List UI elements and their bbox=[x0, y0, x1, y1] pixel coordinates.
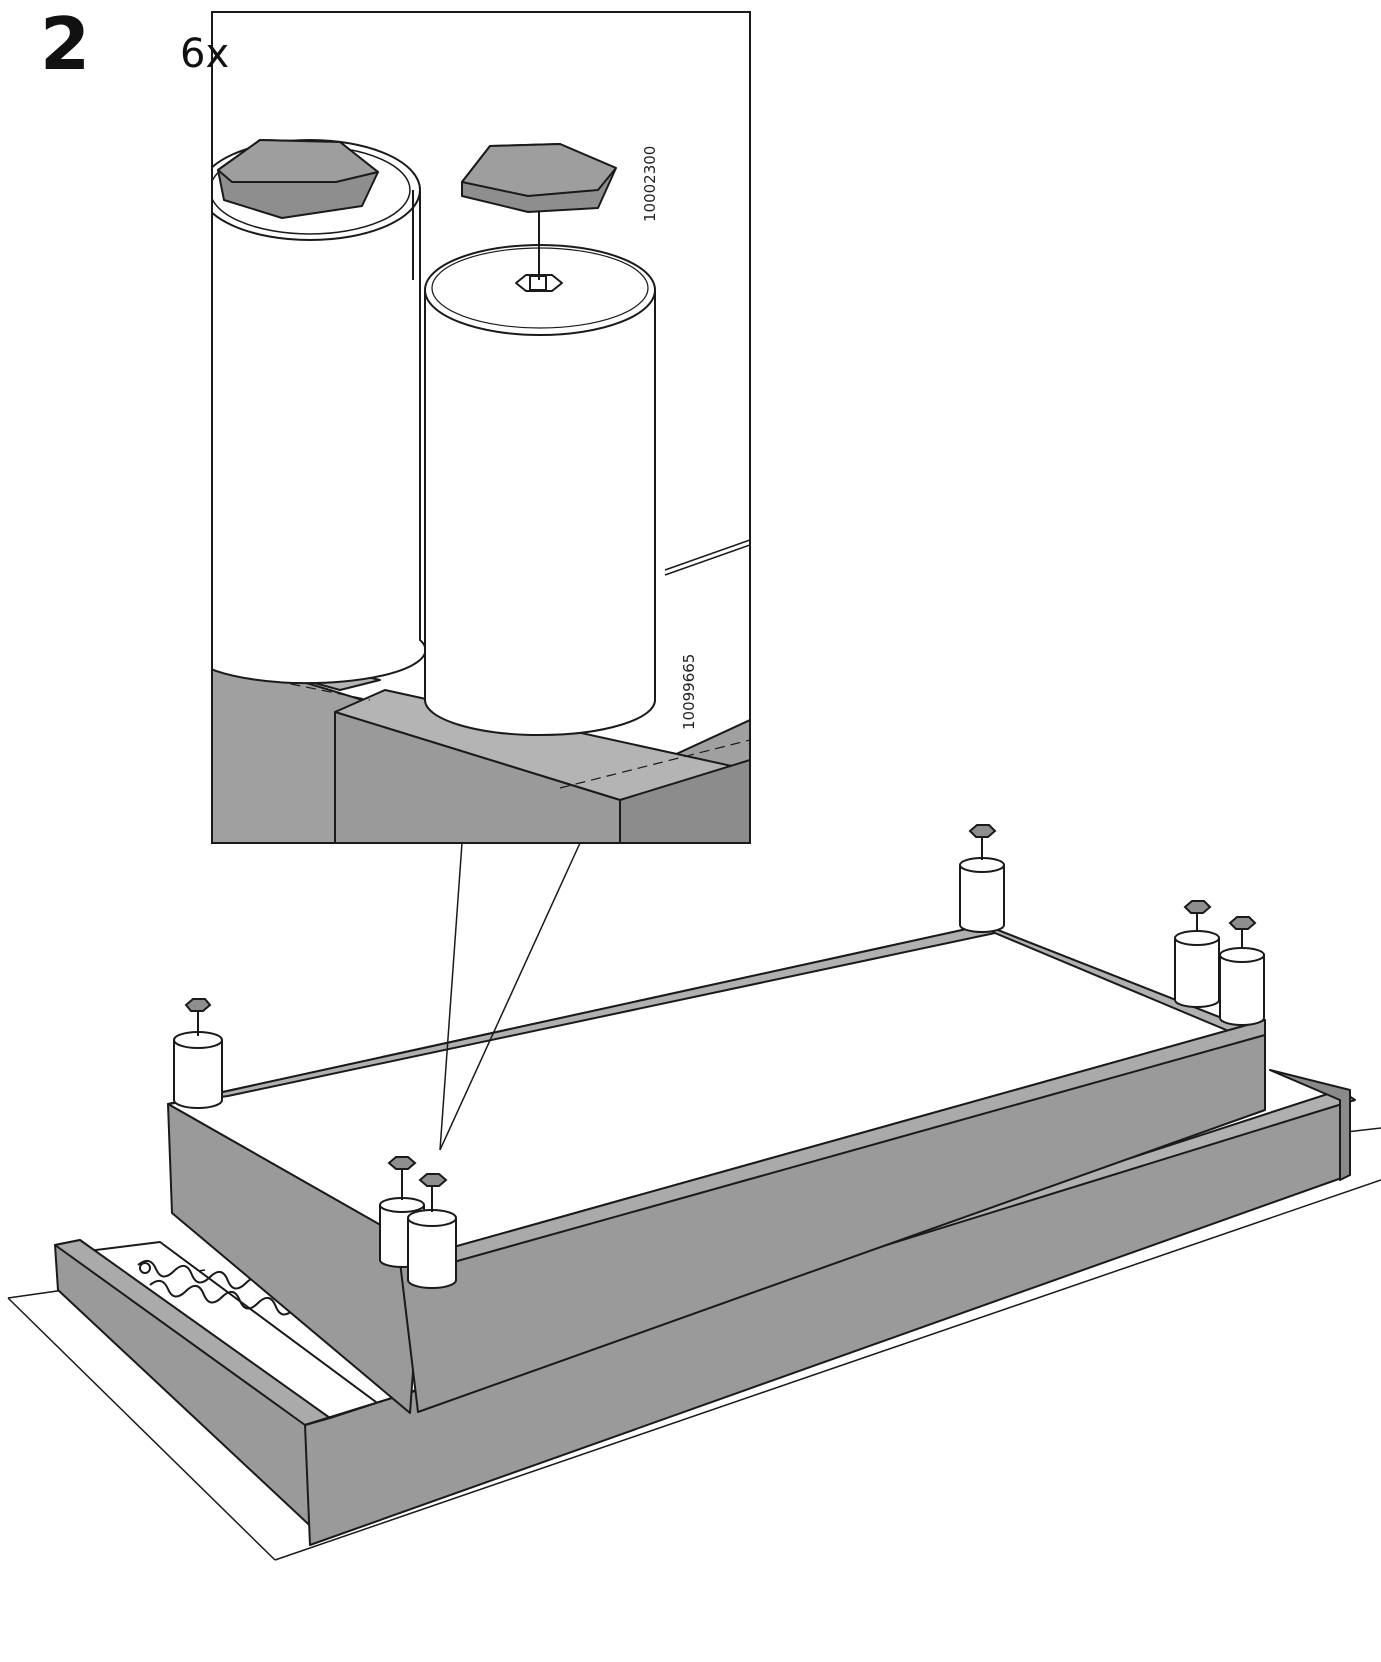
leg-3 bbox=[407, 1173, 457, 1289]
detail-callout-box bbox=[211, 11, 751, 844]
leg-part-code: 10099665 bbox=[680, 653, 698, 730]
step-number: 2 bbox=[40, 2, 91, 86]
leg-6 bbox=[1219, 916, 1265, 1026]
leg-5 bbox=[1174, 900, 1220, 1008]
legs bbox=[173, 824, 1265, 1289]
glide-part-code: 10002300 bbox=[641, 145, 659, 222]
leg-4 bbox=[959, 824, 1005, 933]
callout-pointer bbox=[439, 842, 581, 1151]
quantity-label: 6x bbox=[180, 31, 230, 77]
leg-1 bbox=[173, 998, 223, 1109]
